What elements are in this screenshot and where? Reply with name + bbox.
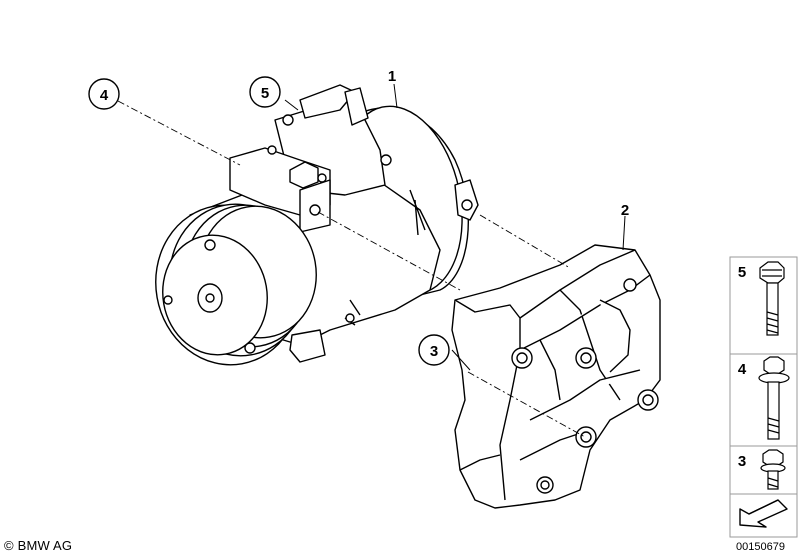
callout-5: 5 — [249, 76, 281, 108]
svg-text:3: 3 — [738, 453, 746, 470]
legend-panel — [729, 256, 798, 538]
svg-text:4: 4 — [100, 87, 109, 104]
svg-text:2: 2 — [621, 202, 629, 219]
short-bolt-icon — [760, 449, 786, 490]
copyright-text: © BMW AG — [4, 538, 73, 553]
callout-1: 1 — [388, 68, 396, 85]
callout-4: 4 — [88, 78, 120, 110]
svg-text:5: 5 — [261, 85, 269, 102]
svg-text:3: 3 — [430, 343, 438, 360]
legend-item-3[interactable]: 3 — [738, 449, 786, 490]
long-bolt-icon — [759, 261, 785, 336]
ac-compressor[interactable] — [143, 84, 479, 376]
flange-bolt-icon — [758, 356, 790, 440]
legend-item-5[interactable]: 5 — [738, 261, 785, 336]
assembly-lines — [117, 100, 586, 438]
svg-text:4: 4 — [738, 361, 747, 378]
arrow-down-left-icon[interactable] — [739, 499, 788, 528]
compressor-bracket[interactable] — [451, 244, 661, 509]
leader-lines — [284, 83, 626, 371]
svg-text:5: 5 — [738, 264, 746, 281]
callout-2: 2 — [621, 202, 629, 219]
callout-3: 3 — [418, 334, 450, 366]
svg-text:1: 1 — [388, 68, 396, 85]
diagram-id: 00150679 — [736, 541, 785, 553]
legend-item-4[interactable]: 4 — [738, 356, 790, 440]
